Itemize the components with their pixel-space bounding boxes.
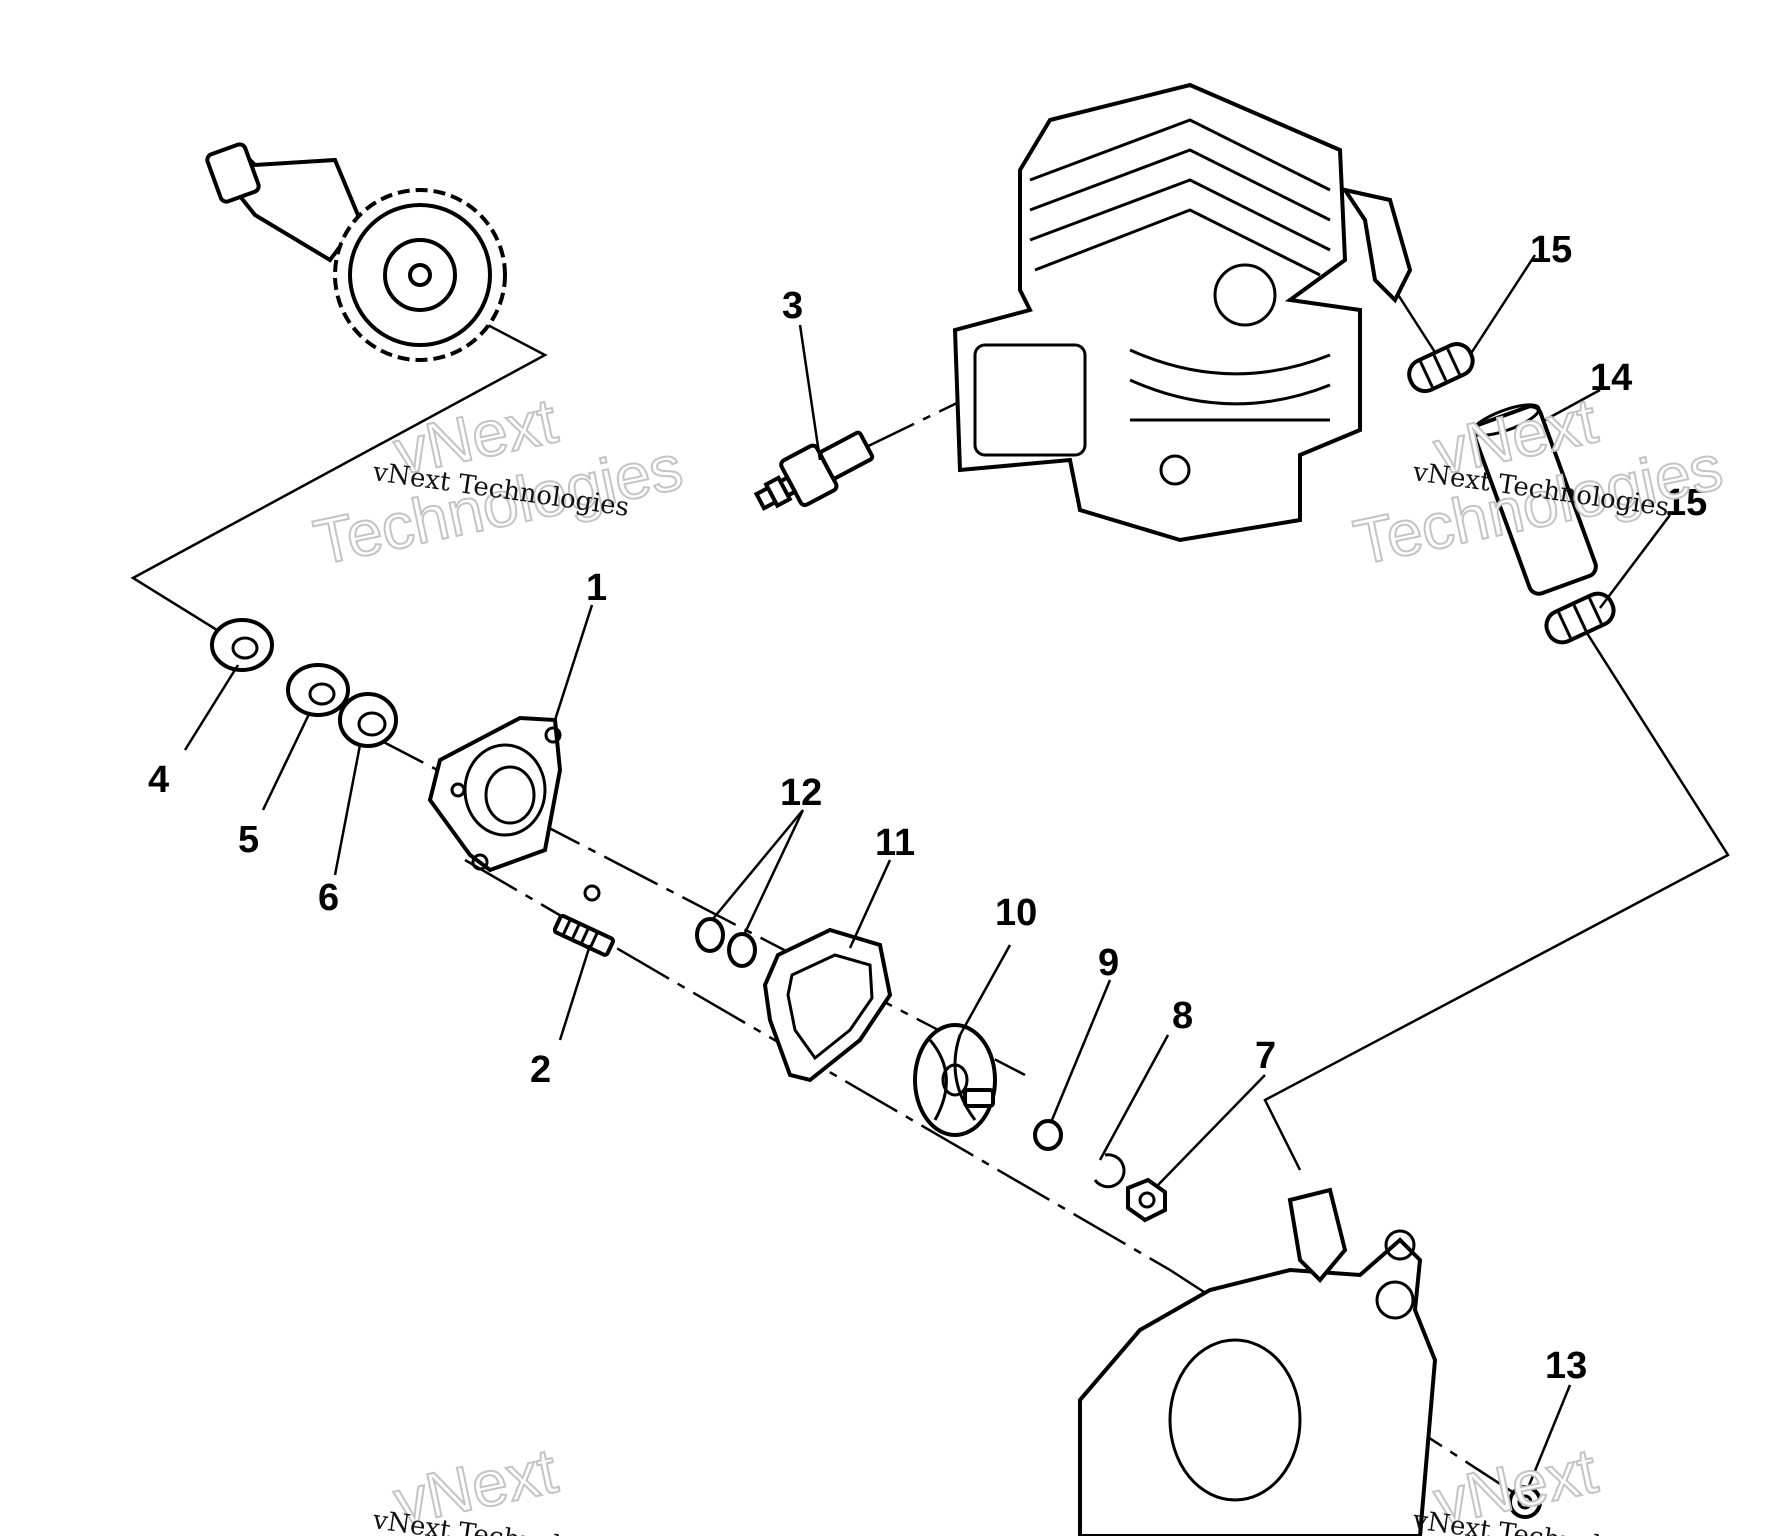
gear-wheel xyxy=(333,188,507,362)
hose-clamp-upper xyxy=(1407,342,1475,394)
callout-11: 11 xyxy=(875,822,915,864)
callout-4: 4 xyxy=(148,759,169,801)
watermarks: vNext Technologies vNext Technologies vN… xyxy=(307,383,1729,1536)
hose-connector-line xyxy=(1263,629,1730,1171)
gear-shaft-assembly xyxy=(205,142,507,362)
callout-13: 13 xyxy=(1545,1345,1587,1387)
circlip xyxy=(1093,1153,1126,1189)
nut xyxy=(1126,1177,1167,1223)
callout-14: 14 xyxy=(1590,357,1632,399)
callout-5: 5 xyxy=(238,819,259,861)
callout-3: 3 xyxy=(782,285,803,327)
callout-15-lower: 15 xyxy=(1665,482,1707,524)
bearing-6 xyxy=(338,692,398,748)
coolant-hose xyxy=(1471,403,1598,596)
engine-side-cover xyxy=(1078,1187,1438,1536)
impeller xyxy=(913,1023,997,1137)
hose-clamp-lower xyxy=(1544,591,1616,645)
cylinder-block xyxy=(952,82,1413,543)
callout-10: 10 xyxy=(995,892,1037,934)
callout-8: 8 xyxy=(1172,995,1193,1037)
bolt-13 xyxy=(1508,1485,1542,1519)
bearing-4 xyxy=(210,618,274,672)
washer xyxy=(1033,1119,1063,1151)
seal-5 xyxy=(286,663,350,717)
callout-9: 9 xyxy=(1098,942,1119,984)
callout-7: 7 xyxy=(1255,1035,1276,1077)
hose-upper-axis xyxy=(1393,289,1442,361)
leader-lines xyxy=(183,254,1671,1489)
callout-2: 2 xyxy=(530,1049,551,1091)
o-ring-pair xyxy=(695,917,757,968)
callout-1: 1 xyxy=(586,567,607,609)
callout-labels: 1 2 3 4 5 6 7 8 9 10 11 12 13 14 15 15 xyxy=(148,229,1707,1387)
temperature-sensor xyxy=(753,430,875,511)
callout-6: 6 xyxy=(318,877,339,919)
stud-bolt xyxy=(552,913,616,957)
gear-shaft-connector xyxy=(130,298,548,637)
pump-housing xyxy=(427,715,601,902)
gasket xyxy=(762,927,893,1083)
callout-12: 12 xyxy=(780,772,822,814)
callout-15-upper: 15 xyxy=(1530,229,1572,271)
